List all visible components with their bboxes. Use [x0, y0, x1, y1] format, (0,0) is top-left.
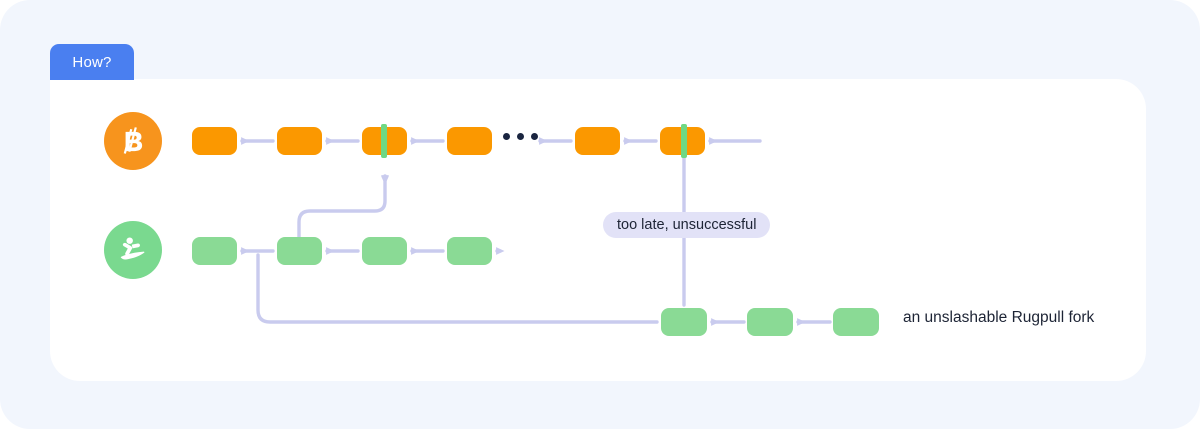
connector-side-to-btc — [381, 176, 389, 185]
block-bitcoin-4[interactable] — [447, 127, 492, 155]
block-fork-2[interactable] — [747, 308, 793, 336]
status-badge-too-late: too late, unsuccessful — [603, 212, 771, 238]
block-fork-1[interactable] — [661, 308, 707, 336]
tab-how-label: How? — [72, 53, 112, 71]
surfer-icon — [104, 221, 162, 279]
block-bitcoin-1[interactable] — [192, 127, 237, 155]
fork-caption-label: an unslashable Rugpull fork — [903, 309, 1095, 326]
block-side-2[interactable] — [277, 237, 322, 265]
connector-side-to-btc-visible — [297, 174, 389, 239]
block-side-1[interactable] — [192, 237, 237, 265]
block-side-3[interactable] — [362, 237, 407, 265]
fork-caption: an unslashable Rugpull fork — [903, 309, 1094, 327]
ellipsis-dot — [503, 133, 510, 140]
status-badge-label: too late, unsuccessful — [617, 217, 757, 233]
block-side-4[interactable] — [447, 237, 492, 265]
ellipsis-indicator — [503, 133, 538, 140]
ellipsis-dot — [517, 133, 524, 140]
connector-fork-to-side — [256, 253, 659, 324]
ellipsis-dot — [531, 133, 538, 140]
tab-how[interactable]: How? — [50, 44, 134, 80]
bitcoin-icon — [104, 112, 162, 170]
block-bitcoin-2[interactable] — [277, 127, 322, 155]
stripe-bitcoin-3 — [381, 124, 387, 158]
block-bitcoin-5[interactable] — [575, 127, 620, 155]
stripe-bitcoin-6 — [681, 124, 687, 158]
block-fork-3[interactable] — [833, 308, 879, 336]
